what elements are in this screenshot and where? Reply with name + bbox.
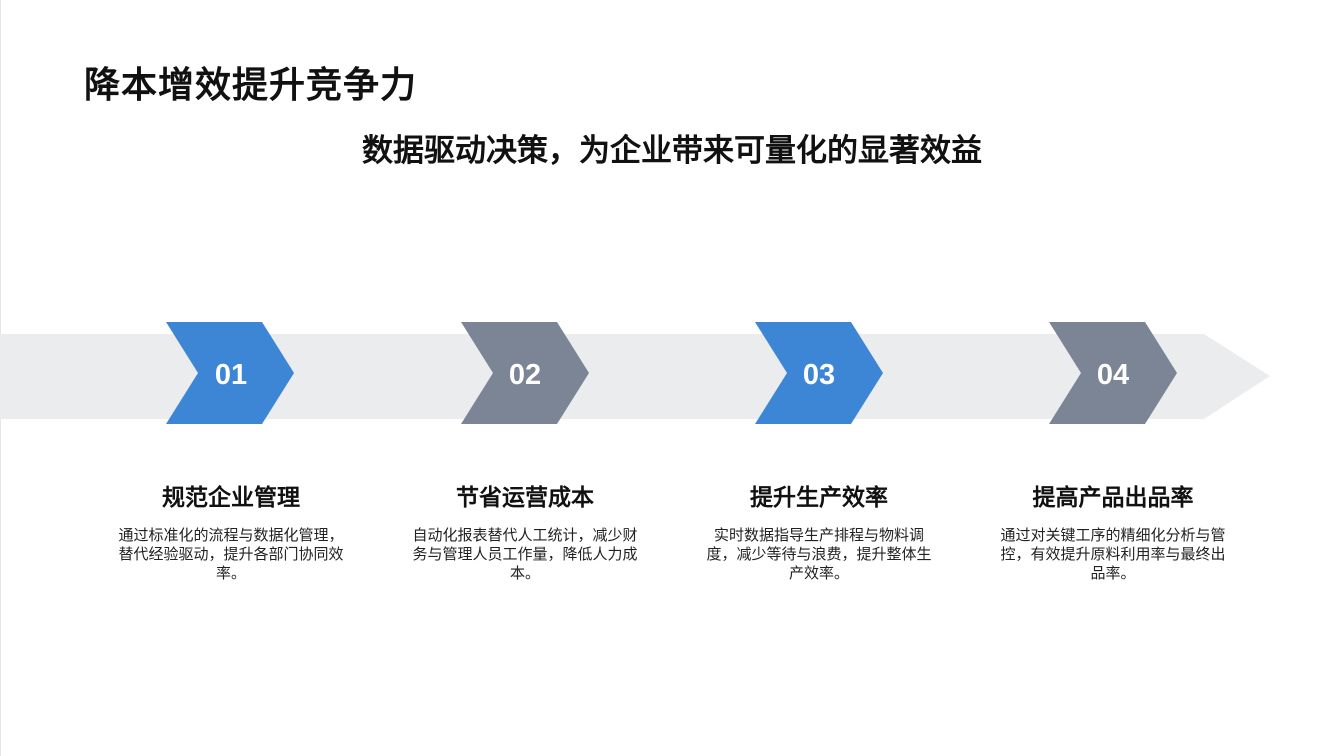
step-description-3: 实时数据指导生产排程与物料调度，减少等待与浪费，提升整体生产效率。: [706, 526, 932, 582]
step-title-4: 提高产品出品率: [1032, 485, 1194, 511]
step-card-3: 提升生产效率 实时数据指导生产排程与物料调度，减少等待与浪费，提升整体生产效率。: [694, 478, 944, 583]
step-number-1: 01: [215, 359, 247, 391]
step-number-3: 03: [803, 359, 835, 391]
step-title-1: 规范企业管理: [162, 485, 300, 511]
step-title-3: 提升生产效率: [750, 485, 888, 511]
step-card-4: 提高产品出品率 通过对关键工序的精细化分析与管控，有效提升原料利用率与最终出品率…: [988, 478, 1238, 583]
step-description-4: 通过对关键工序的精细化分析与管控，有效提升原料利用率与最终出品率。: [1000, 526, 1226, 582]
step-number-2: 02: [509, 359, 541, 391]
step-description-1: 通过标准化的流程与数据化管理，替代经验驱动，提升各部门协同效率。: [118, 526, 344, 582]
chevron-step-2: [461, 322, 589, 424]
page-subtitle: 数据驱动决策，为企业带来可量化的显著效益: [362, 133, 982, 169]
step-title-2: 节省运营成本: [456, 485, 594, 511]
chevron-step-3: [755, 322, 883, 424]
arrow-band-background: [0, 334, 1270, 419]
step-description-2: 自动化报表替代人工统计，减少财务与管理人员工作量，降低人力成本。: [412, 526, 638, 582]
process-arrow: 01 02 03 04: [0, 322, 1270, 424]
step-card-1: 规范企业管理 通过标准化的流程与数据化管理，替代经验驱动，提升各部门协同效率。: [106, 478, 356, 583]
step-card-2: 节省运营成本 自动化报表替代人工统计，减少财务与管理人员工作量，降低人力成本。: [400, 478, 650, 583]
chevron-step-1: [166, 322, 294, 424]
step-number-4: 04: [1097, 359, 1129, 391]
page-title: 降本增效提升竞争力: [84, 65, 418, 106]
chevron-step-4: [1049, 322, 1177, 424]
